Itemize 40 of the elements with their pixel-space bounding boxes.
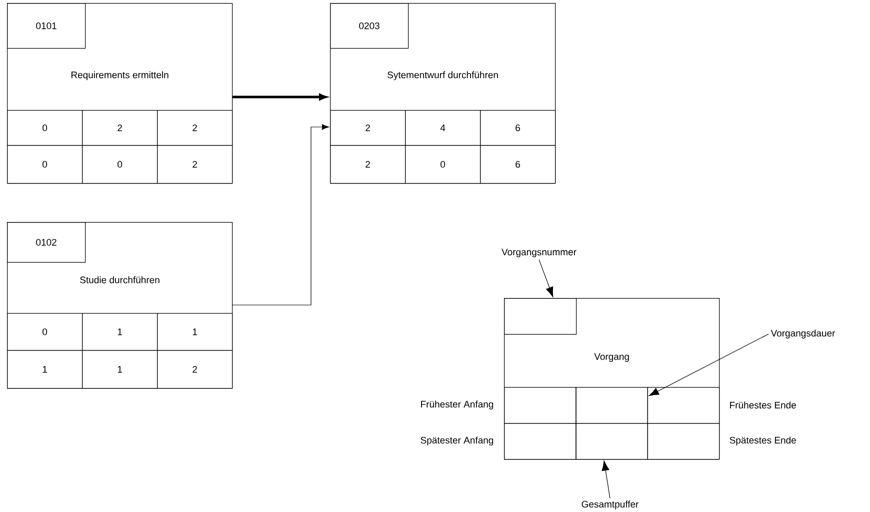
table-cell: 1 [7, 350, 83, 389]
number-cell: 0203 [330, 3, 409, 49]
table-cell: 2 [330, 110, 406, 146]
activity-box: Vorgang [504, 298, 720, 460]
table-cell [647, 423, 720, 460]
table-cell: 2 [330, 145, 406, 184]
table-cell [576, 387, 648, 424]
field-label: Spätestes Ende [730, 436, 796, 446]
table-cell: 6 [480, 110, 556, 146]
field-label: Frühester Anfang [421, 400, 494, 410]
callout-text: Gesamtpuffer [582, 500, 639, 510]
table-cell: 0 [7, 145, 83, 184]
table-cell: 0 [82, 145, 158, 184]
table-cell: 2 [157, 110, 233, 146]
table-cell: 2 [157, 145, 233, 184]
field-label: Frühestes Ende [730, 402, 796, 408]
table-cell: 2 [82, 110, 158, 146]
number-cell: 0102 [7, 222, 86, 263]
table-cell: 6 [480, 145, 556, 184]
number-cell [504, 298, 577, 335]
table-cell: 1 [157, 313, 233, 351]
table-cell: 4 [405, 110, 481, 146]
table-cell: 1 [82, 350, 158, 389]
leader-line [602, 460, 610, 499]
table-cell: 0 [405, 145, 481, 184]
callout-text: Vorgangsnummer [502, 248, 576, 258]
table-cell [576, 423, 648, 460]
leader-line [648, 334, 769, 396]
number-cell: 0101 [7, 3, 86, 49]
table-cell [647, 387, 720, 424]
table-cell: 1 [82, 313, 158, 351]
table-cell: 0 [7, 110, 83, 146]
table-cell: 0 [7, 313, 83, 351]
table-cell: 2 [157, 350, 233, 389]
table-cell [504, 423, 576, 460]
callout-text: Vorgangsdauer [770, 330, 836, 338]
field-label: Spätester Anfang [420, 436, 494, 446]
table-cell [504, 387, 576, 424]
leader-line [538, 259, 554, 298]
arrow [232, 124, 330, 306]
